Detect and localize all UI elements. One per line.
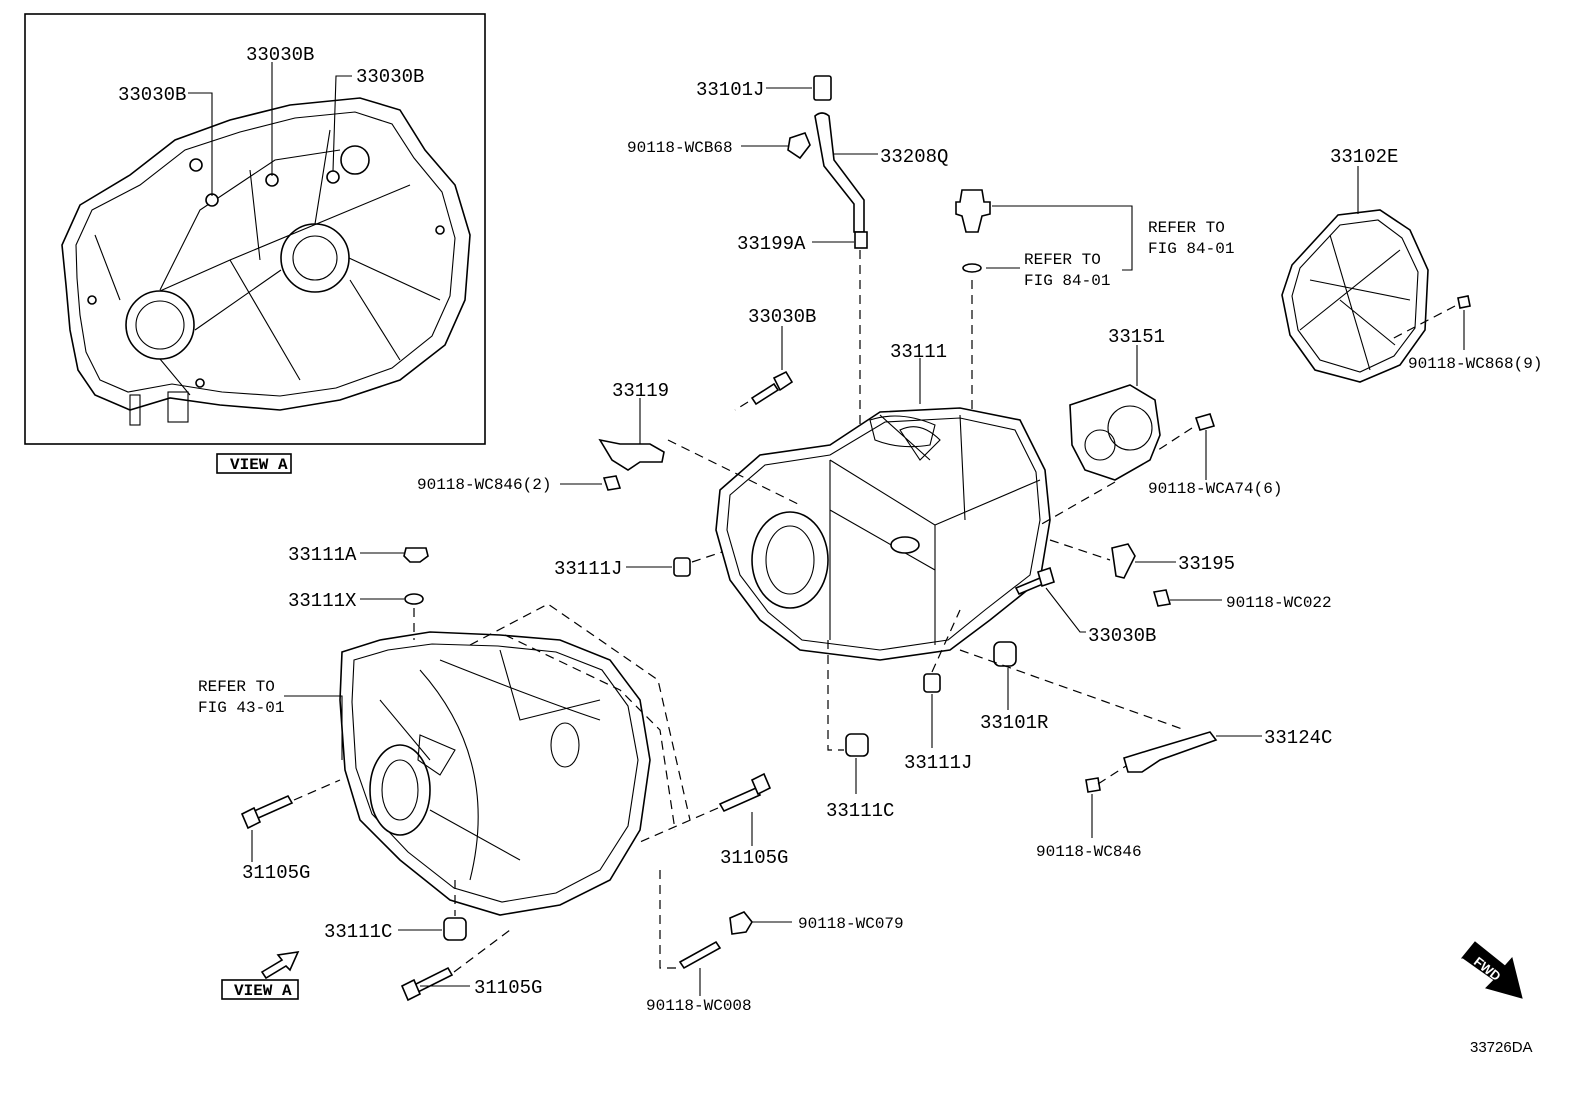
cap-33101r: 33101R [980, 641, 1048, 734]
refer-c-line2: FIG 43-01 [198, 699, 284, 717]
view-a-case-drawing [61, 97, 471, 426]
refer-c-line1: REFER TO [198, 678, 275, 696]
refer-c-group: REFER TO FIG 43-01 [198, 678, 343, 760]
leader-view-a-3 [332, 75, 352, 172]
label-90118-wcb68: 90118-WCB68 [627, 139, 733, 157]
view-a-inset: 33030B 33030B 33030B VIEW A [24, 13, 486, 474]
label-33151: 33151 [1108, 326, 1165, 348]
label-33119: 33119 [612, 380, 669, 402]
plate-33151: 33151 90118-WCA74(6) [1039, 326, 1282, 526]
refer-a-line2: FIG 84-01 [1148, 240, 1234, 258]
bracket-33124c: 33124C 90118-WC846 [959, 649, 1332, 861]
plug-33111c-lower: 33111C [324, 880, 467, 943]
sensor-parts: REFER TO FIG 84-01 REFER TO FIG 84-01 [955, 189, 1234, 420]
label-33111j-left: 33111J [554, 558, 622, 580]
label-33111c-center: 33111C [826, 800, 894, 822]
label-90118-wca74: 90118-WCA74(6) [1148, 480, 1282, 498]
plug-33111c-center: 33111C [826, 640, 894, 822]
cover-bolt-part [1457, 295, 1471, 309]
label-33111c-lower: 33111C [324, 921, 392, 943]
plug-33111a: 33111A 33111X [288, 544, 429, 640]
label-33111j-bottom: 33111J [904, 752, 972, 774]
stud-and-nut: 90118-WC008 90118-WC079 [646, 870, 904, 1015]
label-90118-wc022: 90118-WC022 [1226, 594, 1332, 612]
view-a-label-33030b-left: 33030B [118, 84, 186, 106]
bolt-31105g-left: 31105G [240, 779, 341, 884]
transmission-case-group [715, 407, 1051, 661]
breather-plug-part [813, 75, 832, 101]
label-33195: 33195 [1178, 553, 1235, 575]
view-a-label-33030b-middle: 33030B [246, 44, 314, 66]
view-a-frame [24, 13, 486, 445]
label-90118-wc868: 90118-WC868(9) [1408, 355, 1542, 373]
label-31105g-mid: 31105G [720, 847, 788, 869]
breather-pipe-part [854, 231, 868, 249]
view-a-arrow-icon [260, 950, 300, 980]
label-33111: 33111 [890, 341, 947, 363]
view-a-title-box [216, 453, 292, 474]
breather-assembly: 33101J 90118-WCB68 33208Q 33199A [627, 75, 948, 468]
view-a-marker-label: VIEW A [234, 982, 292, 1000]
label-31105g-left: 31105G [242, 862, 310, 884]
refer-b-line1: REFER TO [1024, 251, 1101, 269]
figure-code: 33726DA [1470, 1039, 1533, 1056]
fwd-arrow-icon: FWD [1460, 941, 1523, 999]
label-33208q: 33208Q [880, 146, 948, 168]
label-33124c: 33124C [1264, 727, 1332, 749]
label-31105g-bottom: 31105G [474, 977, 542, 999]
pin-33111j-bottom: 33111J [904, 609, 972, 774]
clutch-housing-group [339, 603, 691, 916]
label-90118-wc079: 90118-WC079 [798, 915, 904, 933]
bolt-31105g-bottom: 31105G [400, 929, 542, 1002]
view-a-marker: VIEW A [221, 950, 300, 1000]
label-33199a: 33199A [737, 233, 806, 255]
label-33111a: 33111A [288, 544, 357, 566]
view-a-label-33030b-right: 33030B [356, 66, 424, 88]
refer-b-line2: FIG 84-01 [1024, 272, 1110, 290]
pin-33111j-left: 33111J [554, 551, 723, 580]
label-33111x: 33111X [288, 590, 357, 612]
label-33030b-top: 33030B [748, 306, 816, 328]
sensor-oring-part [962, 263, 982, 273]
label-33101j-top: 33101J [696, 79, 764, 101]
label-90118-wc846: 90118-WC846 [1036, 843, 1142, 861]
bolt-33030b-right: 33030B [1014, 566, 1156, 647]
bolt-33030b-top: 33030B 33111 [734, 306, 947, 411]
view-a-title: VIEW A [230, 456, 288, 474]
breather-hose-part [814, 112, 865, 233]
rear-cover-group: 33102E 90118-WC868(9) [1281, 146, 1542, 383]
label-90118-wc008: 90118-WC008 [646, 997, 752, 1015]
rear-cover-part [1281, 209, 1429, 383]
leader-view-a-1 [188, 92, 213, 196]
clutch-housing-part [339, 631, 651, 916]
hose-clip-part [787, 132, 811, 160]
label-33101r: 33101R [980, 712, 1048, 734]
label-33030b-right: 33030B [1088, 625, 1156, 647]
bracket-33119: 33119 90118-WC846(2) [417, 380, 801, 506]
label-33102e: 33102E [1330, 146, 1398, 168]
sensor-part [955, 189, 991, 233]
bolt-31105g-mid: 31105G [639, 772, 788, 869]
refer-a-line1: REFER TO [1148, 219, 1225, 237]
bracket-33195: 33195 90118-WC022 [1049, 539, 1332, 612]
label-90118-wc846-2: 90118-WC846(2) [417, 476, 551, 494]
